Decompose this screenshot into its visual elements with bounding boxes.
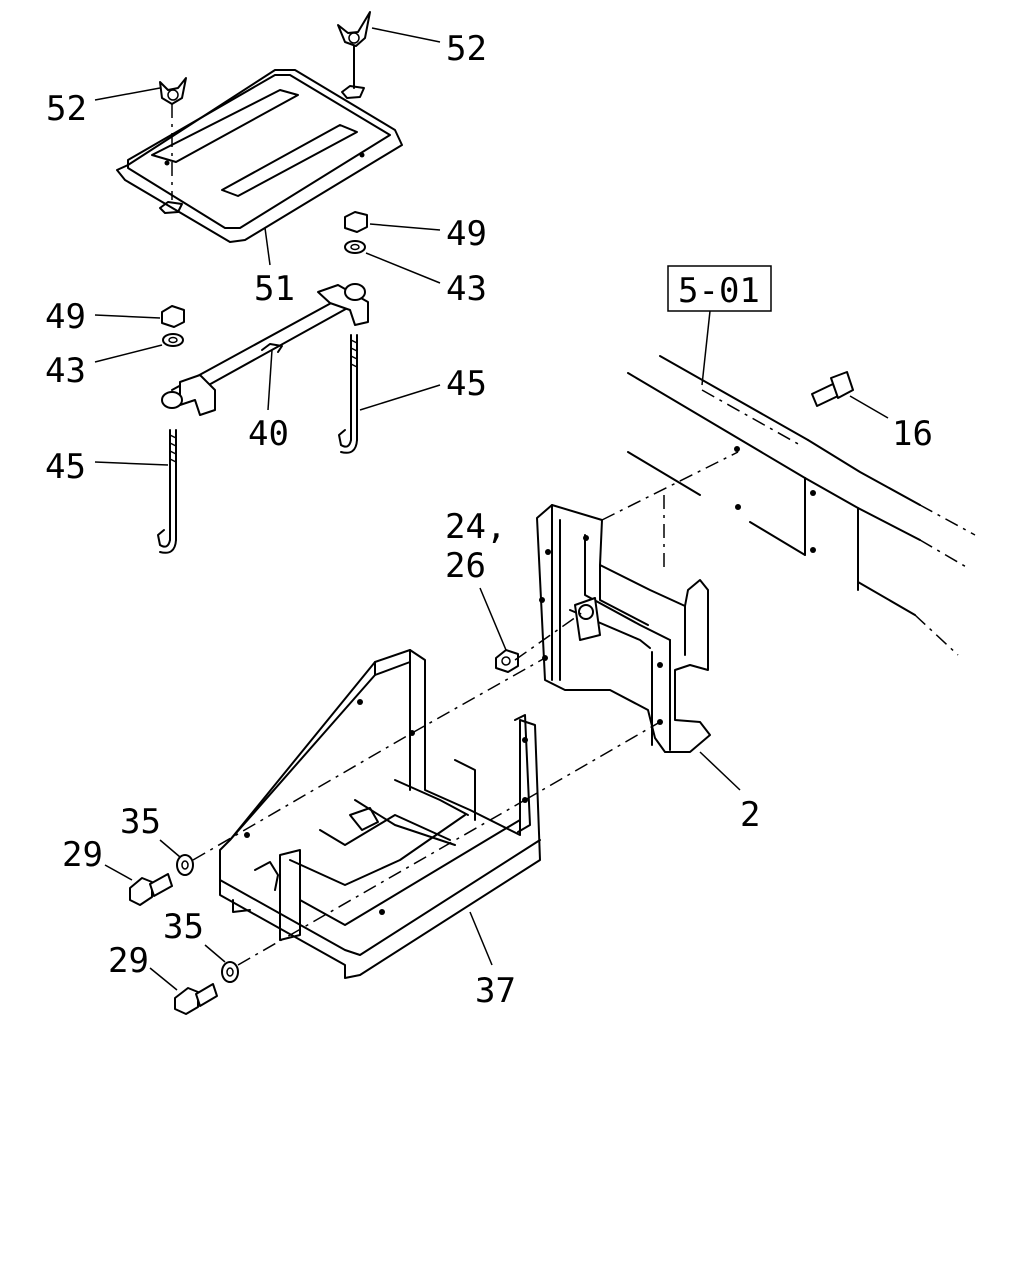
j-bolt-45-left bbox=[94, 429, 177, 554]
callout-40: 40 bbox=[248, 414, 289, 454]
washer-35-lower bbox=[204, 799, 526, 983]
battery-tray-37 bbox=[219, 649, 661, 979]
callout-35-lower: 35 bbox=[163, 907, 204, 947]
callout-35-upper: 35 bbox=[120, 802, 161, 842]
callout-52-left: 52 bbox=[46, 89, 87, 129]
reference-box: 5-01 bbox=[667, 265, 772, 386]
reference-box-label: 5-01 bbox=[678, 271, 760, 311]
washer-43-left bbox=[94, 333, 184, 363]
nut-49-left bbox=[94, 305, 185, 328]
callout-49-right: 49 bbox=[446, 214, 487, 254]
frame-rail bbox=[627, 355, 976, 656]
wing-nut-52-right bbox=[337, 11, 441, 99]
callout-45-left: 45 bbox=[45, 447, 86, 487]
washer-35-upper bbox=[159, 732, 413, 876]
callout-52-right: 52 bbox=[446, 29, 487, 69]
callout-43-right: 43 bbox=[446, 269, 487, 309]
callout-29-upper: 29 bbox=[62, 835, 103, 875]
callout-29-lower: 29 bbox=[108, 941, 149, 981]
battery-cover-51 bbox=[116, 69, 403, 266]
bolt-29-upper bbox=[104, 864, 173, 906]
j-bolt-45-right bbox=[338, 334, 441, 454]
bolt-29-lower bbox=[149, 967, 218, 1015]
bolt-16 bbox=[811, 371, 889, 419]
bracket-2 bbox=[536, 451, 741, 791]
callout-51: 51 bbox=[254, 269, 295, 309]
callout-49-left: 49 bbox=[45, 297, 86, 337]
clamp-bar-40 bbox=[161, 283, 369, 416]
callout-24: 24, bbox=[445, 507, 506, 547]
callout-26: 26 bbox=[445, 546, 486, 586]
callout-45-right: 45 bbox=[446, 364, 487, 404]
callout-16: 16 bbox=[892, 414, 933, 454]
callout-37: 37 bbox=[475, 971, 516, 1011]
washer-43-right bbox=[344, 240, 441, 284]
callout-2: 2 bbox=[740, 795, 760, 835]
wing-nut-52-left bbox=[94, 77, 187, 214]
callout-43-left: 43 bbox=[45, 351, 86, 391]
nut-24-26 bbox=[479, 587, 584, 673]
nut-49-right bbox=[344, 211, 441, 233]
